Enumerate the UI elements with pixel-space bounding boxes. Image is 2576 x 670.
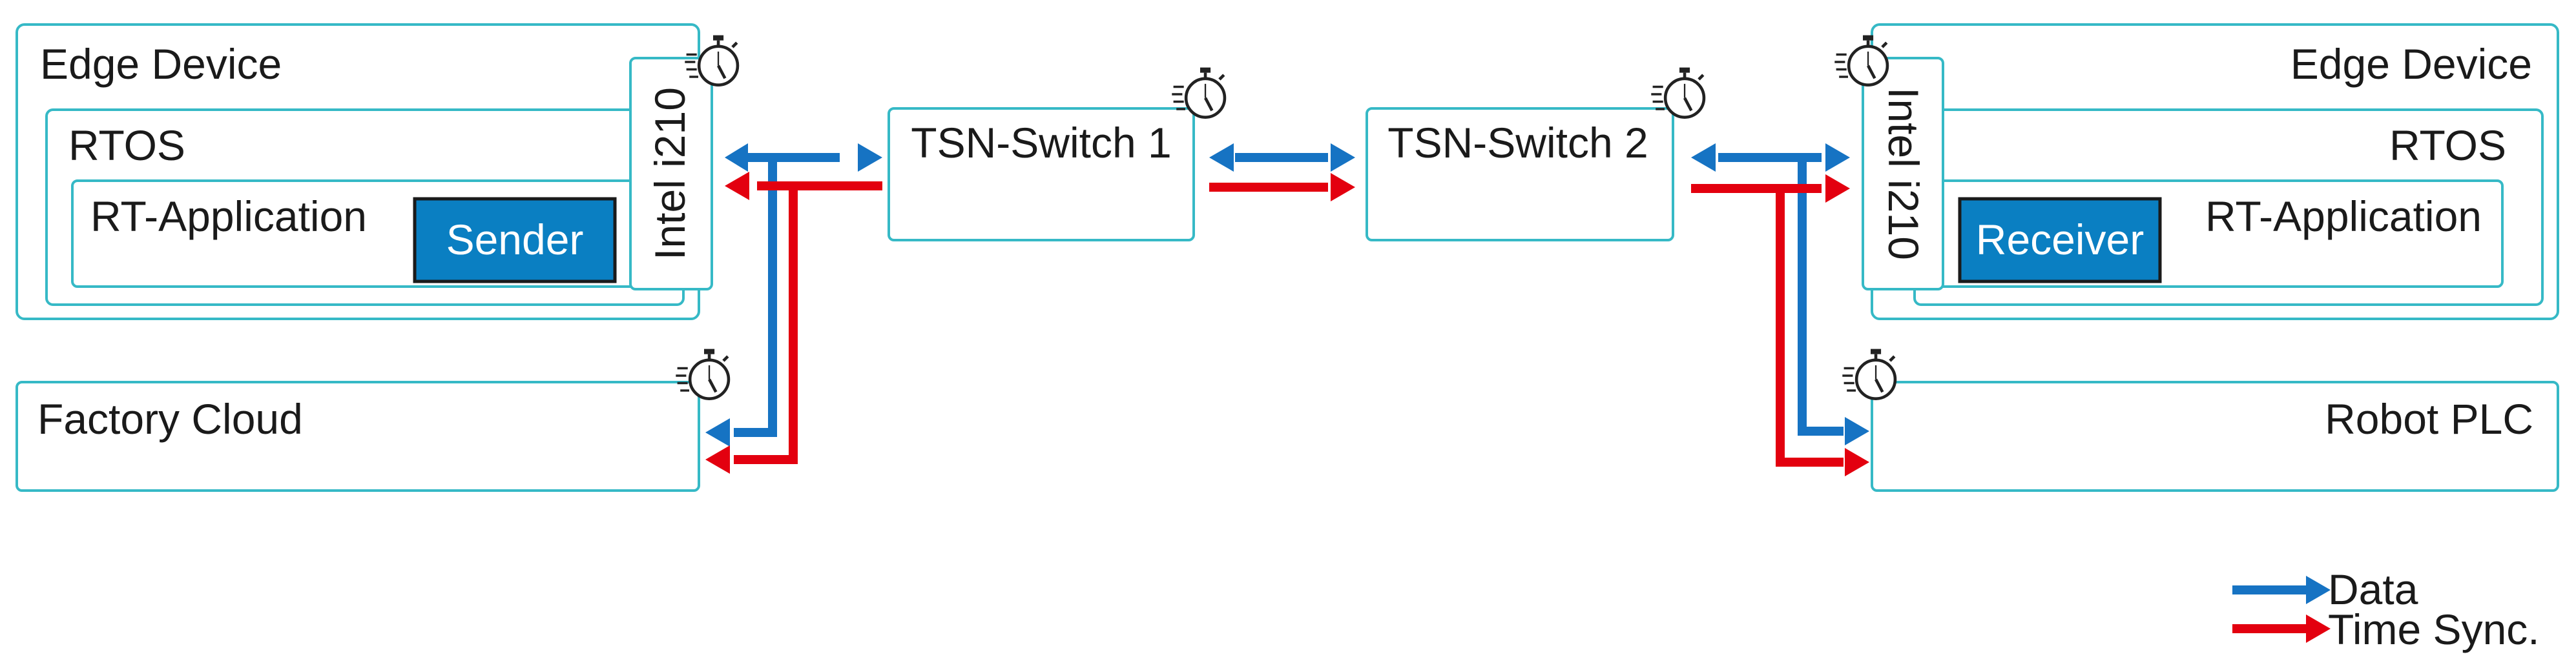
right-edge-device: Edge Device RTOS RT-Application Receiver… (1834, 23, 2559, 320)
right-intel-nic-box (1862, 57, 1944, 290)
sender-block (413, 197, 617, 283)
tsn-switch-1-stopwatch-icon (1172, 68, 1225, 117)
factory-cloud-box (16, 381, 700, 492)
tsn-switch-2: TSN-Switch 2 (1366, 68, 1704, 241)
left-edge-device: Edge Device RTOS RT-Application Sender I… (16, 23, 738, 320)
factory-cloud-label: Factory Cloud (37, 395, 303, 443)
right-data-link (1691, 143, 1869, 445)
left-rt-application-label: RT-Application (90, 192, 367, 240)
right-sync-arrowhead-plc (1845, 448, 1869, 476)
legend: Data Time Sync. (2232, 565, 2540, 653)
legend-sync-label: Time Sync. (2328, 605, 2540, 653)
right-sync-arrowhead-nic (1825, 174, 1850, 203)
right-sync-branch-to-plc (1776, 188, 1844, 467)
left-data-link (705, 143, 882, 447)
tsn-switch-1-label: TSN-Switch 1 (911, 119, 1171, 167)
tsn-switch-2-box (1366, 107, 1674, 241)
left-intel-nic-label: Intel i210 (646, 87, 694, 260)
right-data-arrowhead-right (1825, 143, 1850, 172)
right-data-arrowhead-plc (1845, 417, 1869, 445)
robot-plc-label: Robot PLC (2325, 395, 2533, 443)
left-sync-arrowhead-nic (725, 172, 749, 200)
left-intel-nic-box (629, 57, 713, 290)
left-sync-arrowhead-cloud (705, 445, 730, 474)
legend-data-arrowhead (2306, 576, 2331, 604)
left-data-branch-to-cloud (734, 157, 777, 437)
right-intel-nic-label: Intel i210 (1880, 87, 1927, 260)
switch-sync-arrowhead-right (1331, 173, 1355, 201)
left-data-arrowhead-right (858, 143, 882, 172)
sender-label: Sender (446, 216, 584, 263)
switch-sync-link (1209, 173, 1355, 201)
left-data-arrowhead-left (725, 143, 748, 172)
left-sync-branch-to-cloud (734, 186, 798, 464)
legend-data-label: Data (2328, 565, 2418, 613)
factory-cloud-stopwatch-icon (676, 349, 729, 399)
right-edge-device-title: Edge Device (2290, 40, 2532, 88)
legend-sync-arrowhead (2306, 614, 2331, 643)
left-edge-device-title: Edge Device (40, 40, 282, 88)
switch-data-arrowhead-right (1331, 143, 1355, 172)
left-sync-link (705, 172, 882, 474)
tsn-switch-1-box (888, 107, 1195, 241)
tsn-switch-2-label: TSN-Switch 2 (1387, 119, 1648, 167)
switch-data-arrowhead-left (1209, 143, 1234, 172)
switch-data-link (1209, 143, 1355, 172)
right-rtos-label: RTOS (2389, 121, 2506, 169)
tsn-switch-2-stopwatch-icon (1651, 68, 1704, 117)
receiver-block (1958, 197, 2162, 283)
robot-plc-box (1871, 381, 2559, 492)
factory-cloud: Factory Cloud (16, 349, 729, 492)
tsn-switch-1: TSN-Switch 1 (888, 68, 1225, 241)
left-rtos-label: RTOS (68, 121, 185, 169)
receiver-label: Receiver (1976, 216, 2144, 263)
right-rt-application-label: RT-Application (2205, 192, 2482, 240)
left-data-arrowhead-cloud (705, 418, 730, 447)
right-data-branch-to-plc (1798, 157, 1844, 436)
robot-plc-stopwatch-icon (1842, 349, 1895, 399)
right-data-arrowhead-left (1691, 143, 1716, 172)
robot-plc: Robot PLC (1842, 349, 2559, 492)
right-sync-link (1691, 174, 1869, 476)
